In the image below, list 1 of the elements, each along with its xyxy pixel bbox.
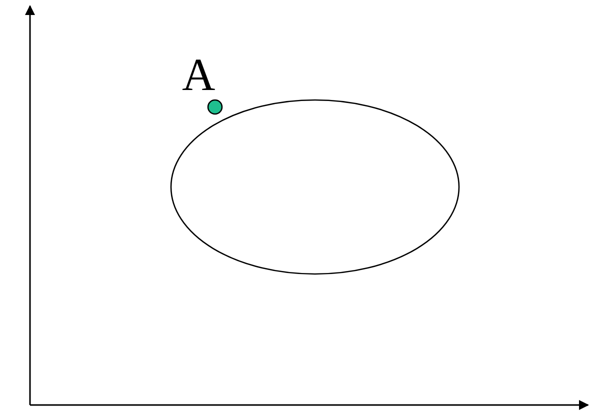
point-label: A <box>182 52 216 98</box>
